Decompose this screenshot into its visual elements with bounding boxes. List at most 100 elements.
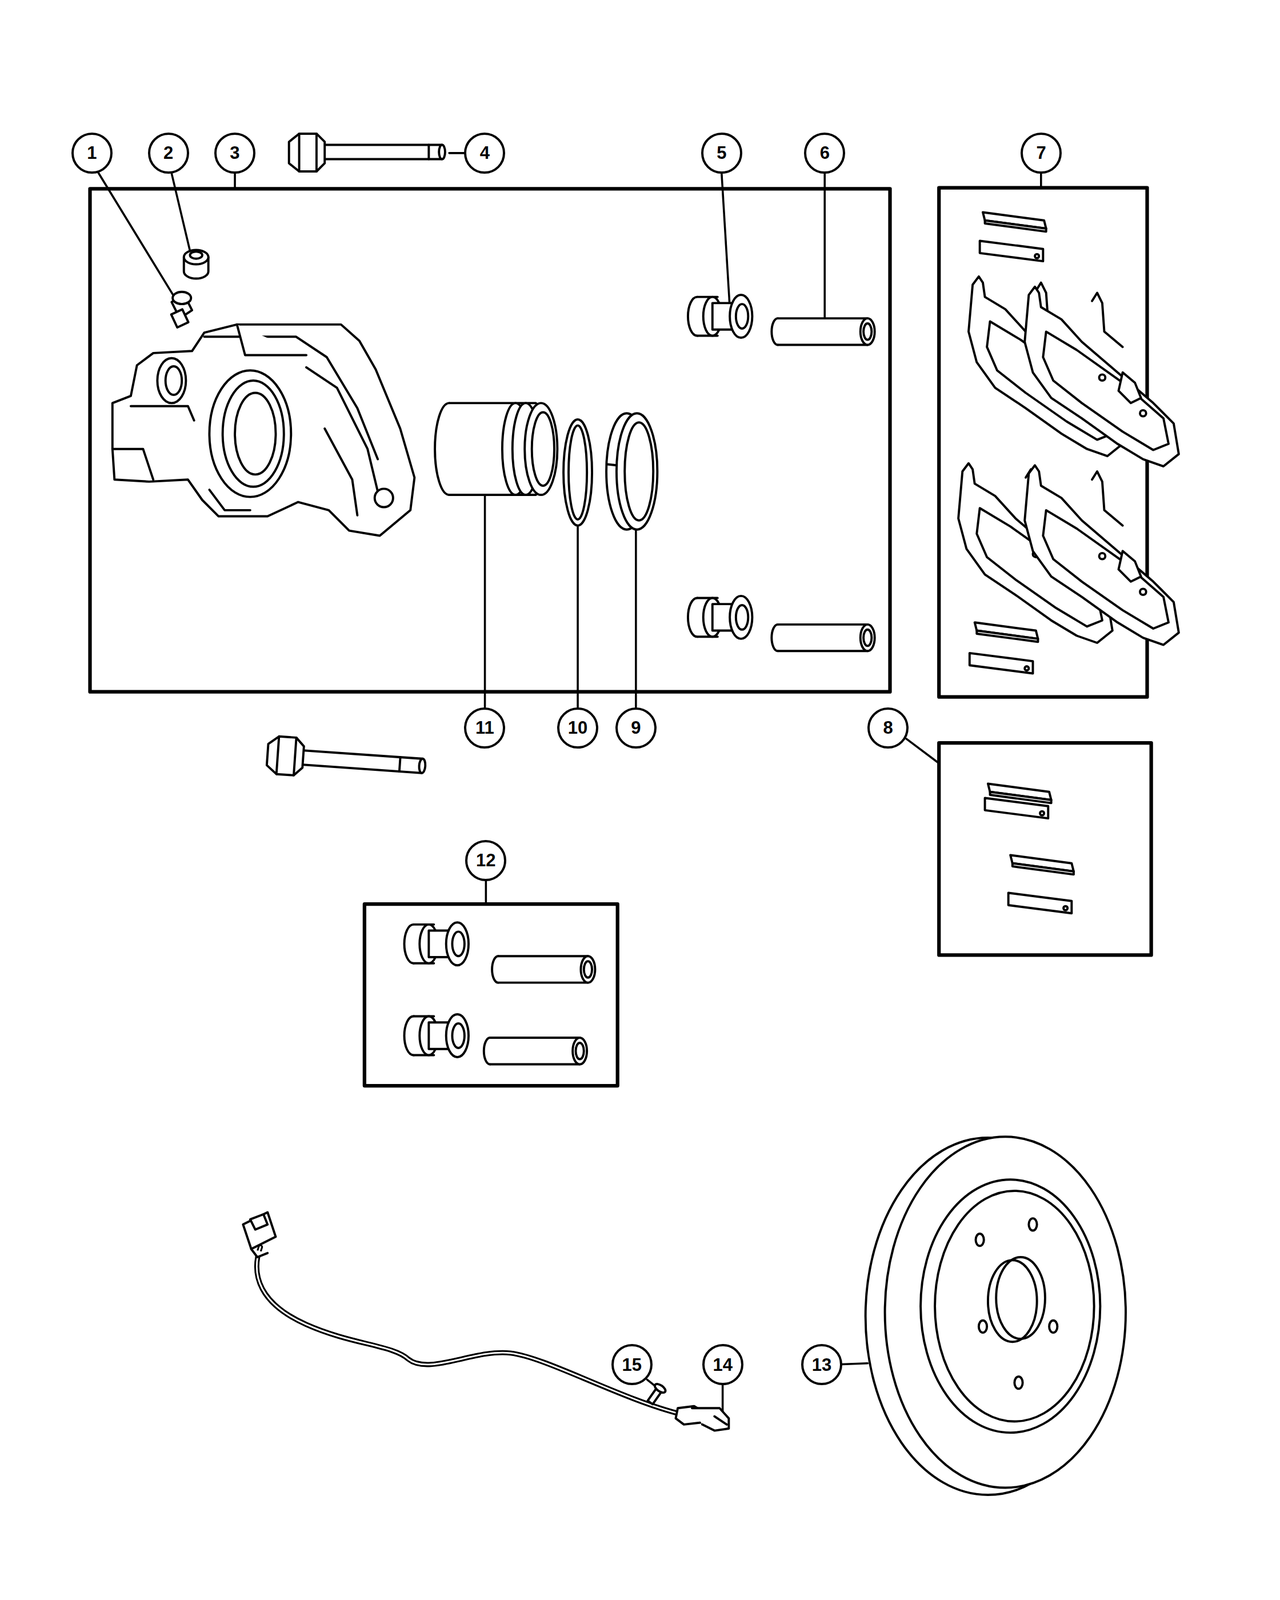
guide-bolt: [293, 737, 297, 776]
brake-rotor: [1028, 1218, 1037, 1231]
callout-circle: 7: [1020, 132, 1062, 174]
pad-shim: [974, 622, 1039, 642]
callout-number: 12: [476, 851, 496, 870]
leader-line: [823, 173, 826, 319]
guide-bolt: [289, 133, 446, 172]
guide-bushing: [688, 596, 753, 639]
callout-circle: 15: [611, 1344, 653, 1386]
callout-circle: 1: [71, 132, 113, 174]
brake-rotor: [978, 1320, 987, 1333]
leader-line: [233, 173, 236, 190]
bleeder-screw: [171, 292, 192, 328]
brake-rotor: [976, 1233, 984, 1246]
brake-rotor: [885, 1136, 1126, 1488]
guide-bolt: [266, 736, 305, 776]
dust-boot: [606, 413, 658, 530]
leader-line: [485, 880, 488, 904]
callout-number: 1: [86, 144, 97, 162]
piston: [532, 412, 555, 486]
brake-rotor: [1049, 1320, 1058, 1333]
leader-line: [576, 510, 579, 708]
caliper-body: [324, 428, 358, 516]
leader-line: [721, 1384, 724, 1412]
guide-bolt: [321, 145, 443, 160]
callout-number: 5: [716, 144, 727, 162]
wheel-speed-sensor: [676, 1406, 730, 1431]
guide-bushing: [688, 294, 753, 338]
sensor-bolt: [653, 1382, 667, 1395]
brake-rotor: [920, 1179, 1100, 1433]
guide-bolt: [427, 145, 430, 160]
brake-pad: [958, 276, 1179, 646]
sensor-connector: [251, 1249, 268, 1258]
kit-box: [938, 742, 1151, 955]
pad-shim: [985, 797, 1049, 819]
brake-rotor: [988, 1260, 1038, 1342]
callout-number: 8: [882, 718, 893, 737]
sensor-connector: [242, 1212, 276, 1249]
caliper-body: [234, 393, 276, 475]
brake-pad: [1024, 286, 1179, 467]
guide-bolt: [438, 145, 446, 160]
wheel-speed-sensor: [714, 1416, 727, 1425]
bleeder-screw: [171, 309, 189, 328]
caliper-body: [112, 324, 415, 536]
guide-bolt: [399, 757, 401, 772]
callout-circle: 2: [148, 132, 190, 174]
callout-number: 15: [621, 1356, 642, 1374]
callout-circle: 9: [615, 707, 657, 749]
callout-number: 4: [480, 144, 490, 162]
caliper-body: [165, 366, 183, 395]
callout-number: 10: [568, 718, 588, 737]
pad-shim: [1010, 854, 1074, 875]
leader-line: [634, 530, 638, 708]
caliper-body: [222, 380, 284, 487]
guide-bushing: [404, 1014, 470, 1058]
sensor-bolt: [645, 1382, 667, 1407]
kit-box: [364, 904, 618, 1086]
guide-bushing: [404, 922, 470, 1058]
bleeder-cap: [184, 250, 209, 265]
pad-shim: [969, 212, 1047, 674]
caliper-body: [130, 406, 195, 421]
sensor-wire: [256, 1246, 682, 1415]
dust-boot: [607, 464, 617, 466]
callout-number: 7: [1036, 144, 1046, 162]
callout-circle: 3: [214, 132, 256, 174]
callout-circle: 6: [804, 132, 846, 174]
leader-line: [171, 173, 190, 252]
guide-bolt: [315, 133, 318, 172]
callout-circle: 11: [464, 707, 506, 749]
caliper-body: [374, 488, 394, 507]
callout-circle: 13: [801, 1344, 843, 1386]
guide-sleeve: [771, 318, 875, 651]
brake-pad: [1024, 465, 1179, 645]
sensor-connector: [242, 1212, 276, 1258]
piston-seal: [568, 425, 587, 520]
callout-number: 9: [630, 718, 641, 737]
guide-bolt: [289, 133, 326, 172]
guide-bolt: [298, 133, 301, 172]
bleeder-cap: [184, 250, 209, 279]
brake-rotor: [1014, 1376, 1023, 1389]
brake-rotor: [865, 1136, 1126, 1495]
pad-shim: [980, 240, 1044, 262]
sensor-wire: [256, 1246, 682, 1415]
caliper-body: [306, 367, 380, 500]
dust-boot: [616, 413, 658, 530]
piston: [434, 402, 450, 495]
callout-circle: 10: [557, 707, 599, 749]
piston: [434, 402, 558, 495]
callout-number: 13: [812, 1356, 832, 1374]
caliper-body: [237, 324, 307, 356]
caliper-body: [209, 370, 291, 497]
callout-circle: 12: [465, 840, 507, 882]
callout-number: 3: [229, 144, 240, 162]
dust-boot: [624, 422, 654, 520]
guide-sleeve: [492, 956, 595, 983]
guide-sleeve: [484, 1037, 587, 1064]
bleeder-cap: [190, 251, 203, 259]
guide-bolt: [299, 750, 423, 774]
callout-number: 14: [712, 1356, 732, 1374]
